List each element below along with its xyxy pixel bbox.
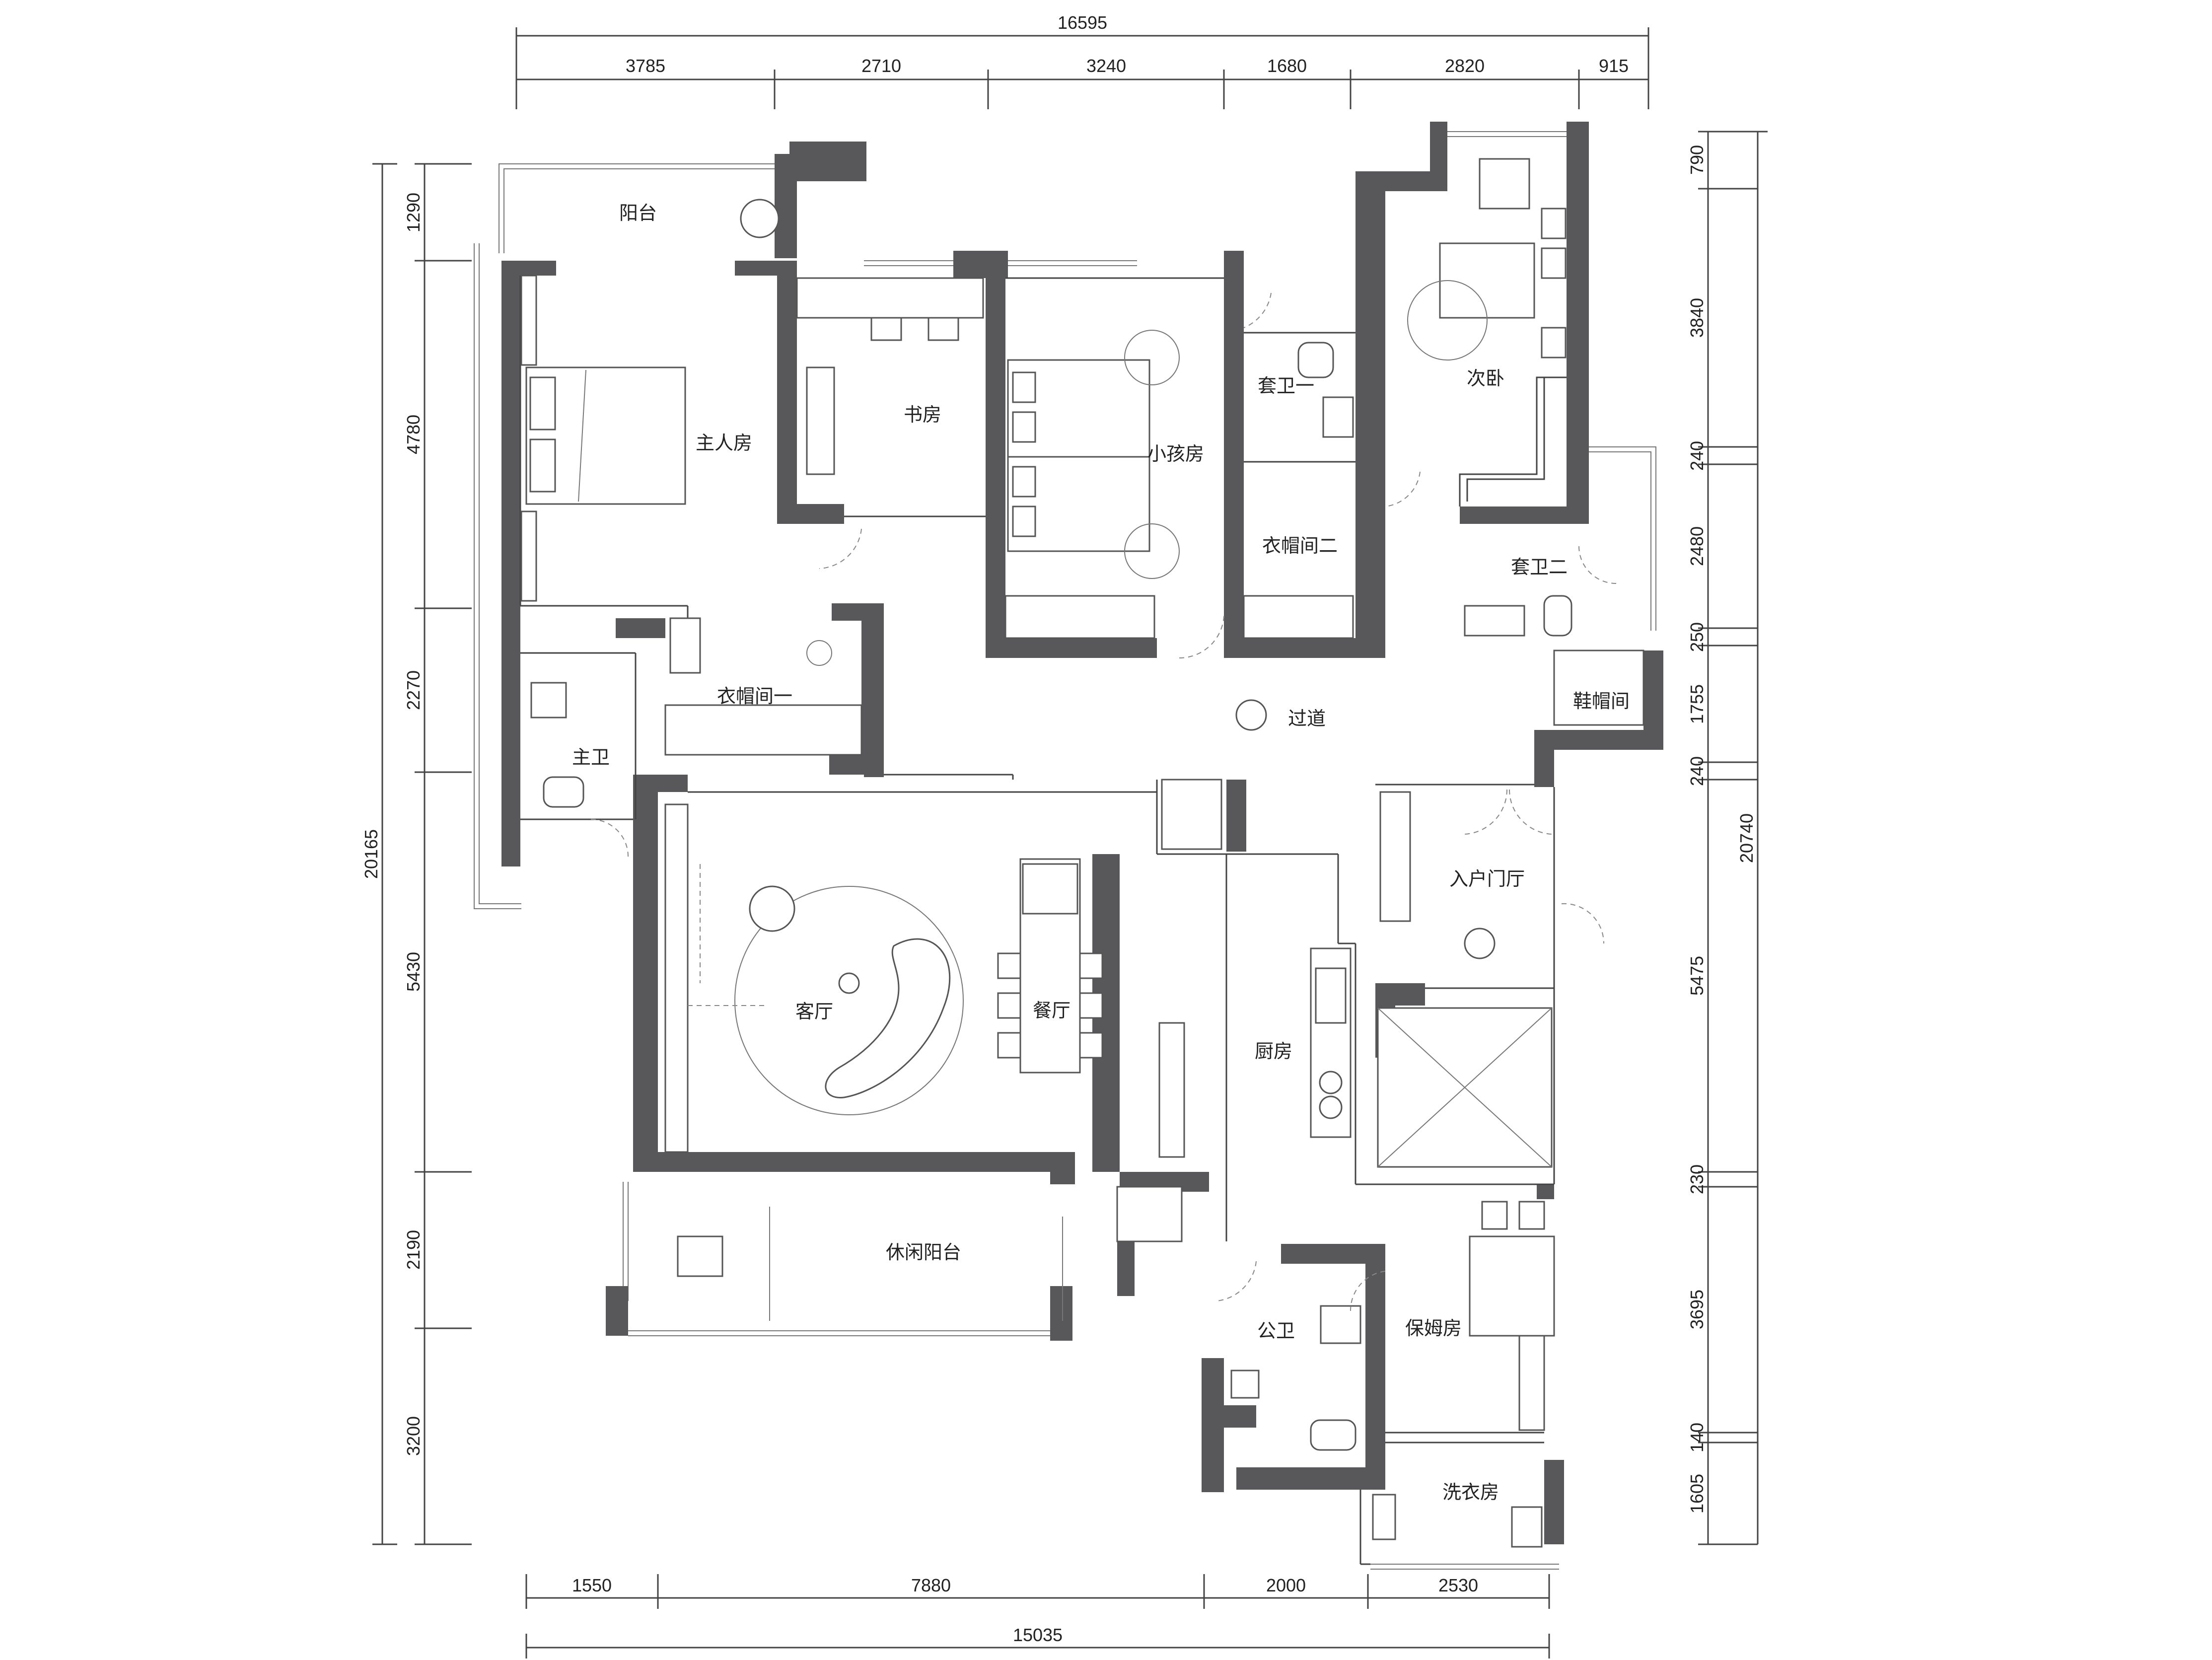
room-label-kids-room: 小孩房: [1147, 443, 1204, 465]
dim-left-6: 3200: [403, 1416, 424, 1456]
room-label-study: 书房: [904, 404, 941, 426]
toilet-icon: [1297, 342, 1334, 378]
room-label-second-bedroom: 次卧: [1467, 367, 1504, 389]
dim-left-total: 20165: [361, 829, 381, 879]
room-label-cloakroom-1: 衣帽间一: [717, 685, 792, 707]
master-bath-sink: [530, 682, 567, 719]
dim-left-3: 2270: [403, 670, 424, 710]
master-bath-toilet: [543, 776, 584, 808]
room-label-laundry-room: 洗衣房: [1442, 1481, 1499, 1503]
dim-left-1: 1290: [403, 193, 424, 232]
person-icon: [1235, 699, 1267, 731]
room-label-dining-room: 餐厅: [1033, 1000, 1070, 1021]
second-bedroom-bed: [1439, 242, 1535, 319]
dim-bottom-2: 7880: [911, 1575, 951, 1595]
room-label-kitchen: 厨房: [1255, 1040, 1292, 1062]
dim-right-11: 140: [1687, 1423, 1707, 1452]
interior-lines: [519, 276, 1567, 1565]
ensuite-2-sink: [1464, 605, 1525, 637]
public-bath-toilet: [1310, 1419, 1356, 1451]
dim-right-12: 1605: [1687, 1474, 1707, 1514]
dim-bottom-4: 2530: [1438, 1575, 1478, 1595]
dim-top-5: 2820: [1445, 56, 1485, 76]
room-label-shoe-room: 鞋帽间: [1573, 690, 1630, 712]
stove-icon: [1319, 1071, 1343, 1094]
armchair-icon: [749, 885, 795, 932]
living-sofa: [825, 938, 951, 1098]
dim-bottom-1: 1550: [572, 1575, 612, 1595]
dim-top-6: 915: [1599, 56, 1629, 76]
dim-top-1: 3785: [626, 56, 665, 76]
dim-right-3: 240: [1687, 441, 1707, 471]
dim-bottom-3: 2000: [1266, 1575, 1306, 1595]
dim-right-10: 3695: [1687, 1290, 1707, 1329]
dim-bottom-total: 15035: [1013, 1625, 1063, 1645]
dimension-lines: [372, 27, 1768, 1659]
room-labels: 阳台 主人房 书房 小孩房 套卫一 衣帽间二 次卧 套卫二 衣帽间一 主卫 过道…: [572, 202, 1630, 1503]
dim-right-1: 790: [1687, 145, 1707, 175]
room-label-public-bath: 公卫: [1257, 1320, 1295, 1342]
room-label-master-bath: 主卫: [572, 746, 610, 768]
room-label-ensuite-bath-1: 套卫一: [1258, 375, 1314, 397]
room-label-living-room: 客厅: [795, 1001, 833, 1022]
window-outlines: [474, 131, 1656, 1570]
dim-right-8: 5475: [1687, 956, 1707, 996]
dim-right-9: 230: [1687, 1164, 1707, 1194]
maid-bed: [1469, 1235, 1555, 1337]
dimension-labels: 16595 3785 2710 3240 1680 2820 915 1550 …: [361, 12, 1757, 1645]
kitchen-sink-icon: [1315, 967, 1347, 1024]
dim-left-5: 2190: [403, 1230, 424, 1270]
living-rug: [734, 886, 964, 1115]
furniture: [520, 158, 1644, 1548]
dim-left-2: 4780: [403, 415, 424, 454]
study-desk: [796, 277, 984, 319]
public-bath-sink: [1320, 1305, 1361, 1344]
dim-top-3: 3240: [1086, 56, 1126, 76]
dim-right-2: 3840: [1687, 298, 1707, 338]
room-label-master-bedroom: 主人房: [696, 432, 752, 454]
room-label-corridor: 过道: [1288, 708, 1326, 729]
walls: [501, 122, 1663, 1544]
dim-right-5: 250: [1687, 622, 1707, 652]
study-cabinet: [806, 366, 835, 475]
leisure-chair: [677, 1235, 723, 1277]
room-label-balcony: 阳台: [619, 202, 657, 224]
dim-right-4: 2480: [1687, 526, 1707, 566]
dim-top-total: 16595: [1058, 12, 1107, 33]
dim-left-4: 5430: [403, 952, 424, 992]
dim-right-7: 240: [1687, 756, 1707, 786]
dim-top-4: 1680: [1267, 56, 1307, 76]
washer-icon: [1511, 1506, 1543, 1548]
dim-top-2: 2710: [861, 56, 901, 76]
door-swings: [590, 292, 1617, 1311]
room-label-ensuite-bath-2: 套卫二: [1511, 556, 1568, 578]
entrance-person-icon: [1464, 928, 1496, 959]
sink-icon: [1322, 396, 1354, 438]
balcony-chair-icon: [740, 199, 780, 238]
dim-right-total: 20740: [1736, 813, 1757, 863]
room-label-leisure-balcony: 休闲阳台: [886, 1241, 961, 1263]
room-label-entrance-hall: 入户门厅: [1449, 868, 1525, 890]
dim-right-6: 1755: [1687, 684, 1707, 724]
ensuite-2-toilet: [1543, 595, 1572, 637]
room-label-cloakroom-2: 衣帽间二: [1262, 535, 1338, 557]
room-label-maid-room: 保姆房: [1405, 1317, 1462, 1339]
